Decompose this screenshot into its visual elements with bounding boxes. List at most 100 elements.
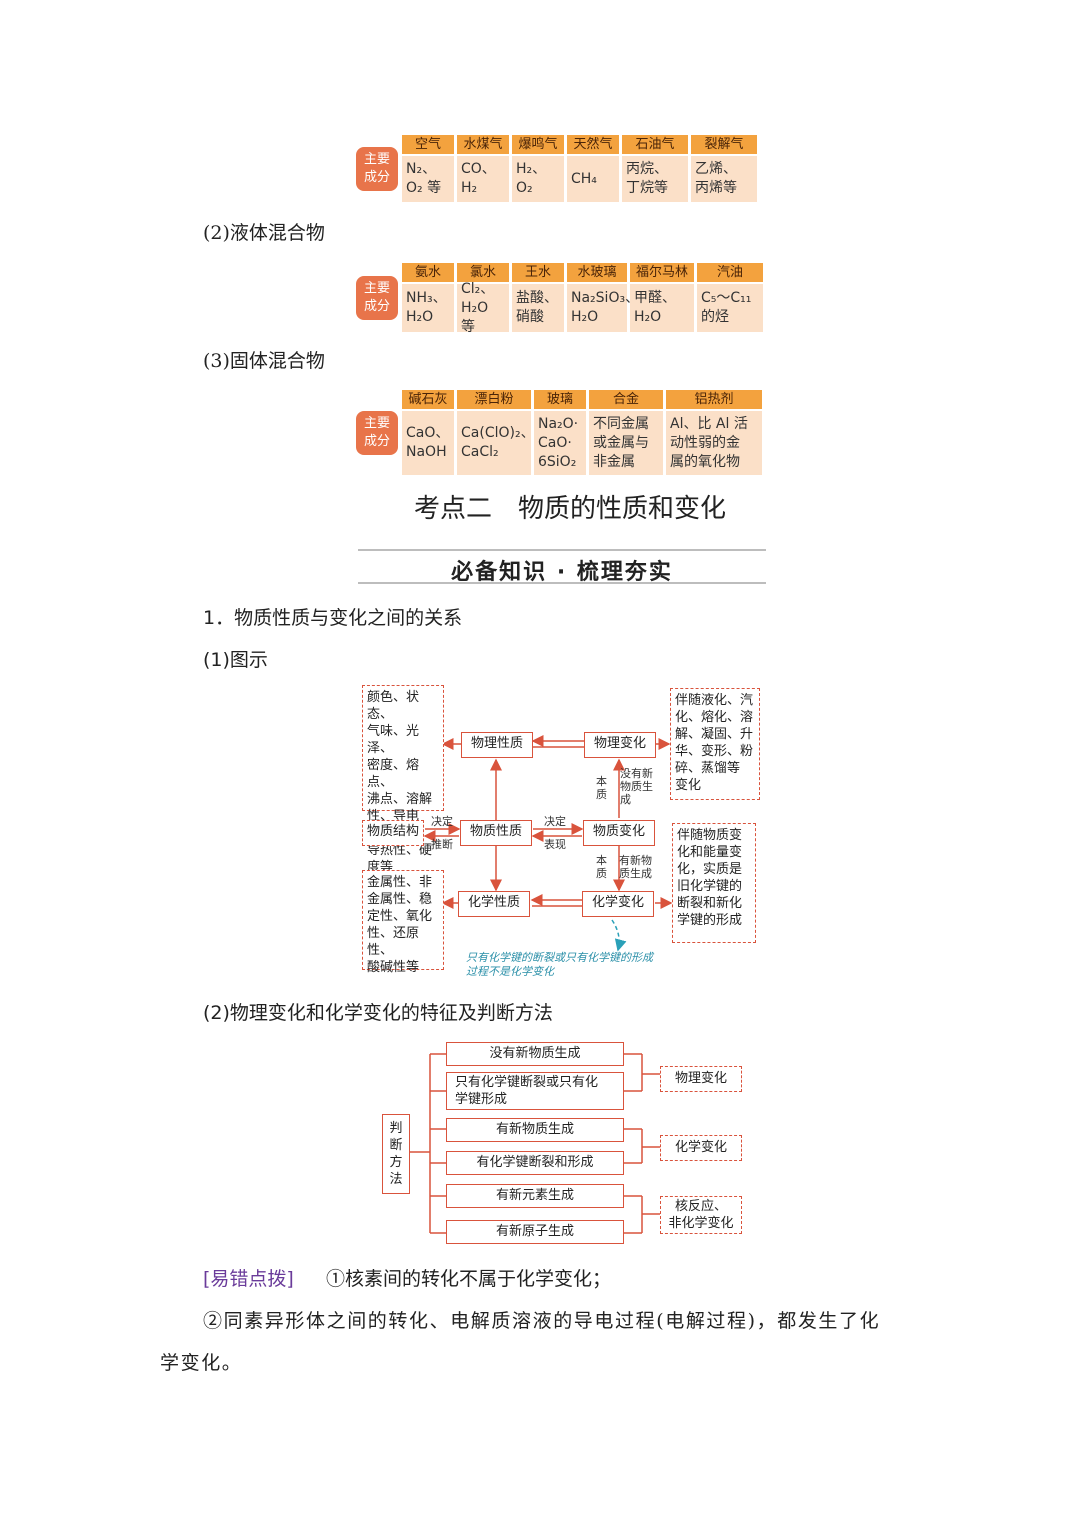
label-express: 表现 [544, 838, 566, 851]
chemical-change-box: 化学变化 [582, 891, 654, 917]
table-column: 石油气丙烷、 丁烷等 [622, 135, 688, 202]
physical-property-box: 物理性质 [461, 732, 533, 758]
column-header: 裂解气 [691, 135, 757, 154]
column-header: 碱石灰 [402, 390, 454, 409]
column-header: 汽油 [697, 263, 763, 282]
diagram1-note: 只有化学键的断裂或只有化学键的形成 过程不是化学变化 [466, 951, 653, 978]
result-physical-change: 物理变化 [660, 1066, 742, 1092]
table-column: 漂白粉 Ca(ClO)₂、 CaCl₂ [457, 390, 535, 475]
judgement-item: 只有化学键断裂或只有化 学键形成 [446, 1072, 624, 1110]
table-column: 爆鸣气 H₂、 O₂ [512, 135, 564, 202]
judgement-item: 有新原子生成 [446, 1220, 624, 1244]
liquid-mixture-heading: (2)液体混合物 [203, 222, 325, 244]
method-box: 判 断 方 法 [382, 1114, 410, 1194]
tip-line-1: ①核素间的转化不属于化学变化； [326, 1268, 612, 1290]
sub-1-heading: (1)图示 [203, 649, 268, 671]
table-column: 王水盐酸、 硝酸 [512, 263, 564, 332]
judgement-item: 有化学键断裂和形成 [446, 1151, 624, 1175]
column-body: CH₄ [567, 156, 619, 202]
result-nuclear-reaction: 核反应、 非化学变化 [660, 1196, 742, 1234]
column-body: 不同金属 或金属与 非金属 [589, 411, 663, 475]
column-header: 水玻璃 [567, 263, 627, 282]
chemical-property-box: 化学性质 [458, 891, 530, 917]
banner-title: 必备知识 · 梳理夯实 [451, 560, 673, 585]
judgement-item: 有新元素生成 [446, 1184, 624, 1208]
column-body: Cl₂、 H₂O 等 [457, 281, 509, 335]
banner-divider-top [358, 549, 766, 551]
column-header: 天然气 [567, 135, 619, 154]
chemical-property-examples: 金属性、非 金属性、稳 定性、氧化 性、还原性、 酸碱性等 [362, 870, 444, 975]
structure-box: 物质结构 [362, 820, 424, 846]
chemical-change-examples: 伴随物质变 化和能量变 化，实质是 旧化学键的 断裂和新化 学键的形成 [672, 823, 756, 943]
table-column: 裂解气乙烯、 丙烯等 [691, 135, 757, 202]
solid-mixture-heading: (3)固体混合物 [203, 350, 325, 372]
tip-label: [易错点拨] [203, 1268, 294, 1290]
column-header: 氨水 [402, 263, 454, 282]
physical-change-examples: 伴随液化、汽 化、熔化、溶 解、凝固、升 华、变形、粉 碎、蒸馏等 变化 [670, 688, 760, 800]
table-column: 空气 N₂、 O₂ 等 [402, 135, 454, 202]
column-header: 合金 [589, 390, 663, 409]
column-body: 甲醛、 H₂O [630, 284, 694, 332]
column-body: CaO、 NaOH [402, 411, 454, 475]
table-column: 福尔马林甲醛、 H₂O [630, 263, 694, 332]
main-component-tag: 主要 成分 [356, 410, 398, 455]
table-column: 水煤气 CO、 H₂ [457, 135, 509, 202]
main-component-tag: 主要 成分 [356, 275, 398, 320]
column-header: 玻璃 [534, 390, 586, 409]
diagram1-connectors [423, 735, 673, 952]
main-component-tag: 主要 成分 [356, 146, 398, 191]
column-body: 盐酸、 硝酸 [512, 284, 564, 332]
column-header: 氯水 [457, 263, 509, 282]
label-essence-2: 本 质 [596, 854, 607, 880]
judgement-item: 没有新物质生成 [446, 1042, 624, 1066]
column-header: 石油气 [622, 135, 688, 154]
column-body: 丙烷、 丁烷等 [622, 156, 688, 202]
table-column: 铝热剂 Al、比 Al 活 动性弱的金 属的氧化物 [666, 390, 762, 475]
item-1-heading: 1．物质性质与变化之间的关系 [203, 607, 463, 629]
column-header: 王水 [512, 263, 564, 282]
column-body: N₂、 O₂ 等 [402, 156, 454, 202]
column-body: CO、 H₂ [457, 156, 509, 202]
table-column: 氨水 NH₃、 H₂O [402, 263, 454, 332]
column-body: C₅～C₁₁ 的烃 [697, 284, 763, 332]
column-body: NH₃、 H₂O [402, 284, 454, 332]
banner-divider-bottom [358, 582, 766, 584]
result-chemical-change: 化学变化 [660, 1135, 742, 1161]
column-body: Na₂O· CaO· 6SiO₂ [534, 411, 586, 475]
column-header: 福尔马林 [630, 263, 694, 282]
section-title: 考点二 物质的性质和变化 [413, 494, 726, 524]
label-essence-1: 本 质 [596, 775, 607, 801]
label-no-new-substance: 没有新 物质生 成 [620, 767, 653, 806]
tip-line-3: 学变化。 [160, 1352, 243, 1374]
column-body: Al、比 Al 活 动性弱的金 属的氧化物 [666, 411, 762, 475]
column-body: Ca(ClO)₂、 CaCl₂ [457, 411, 535, 475]
column-body: H₂、 O₂ [512, 156, 564, 202]
judgement-item: 有新物质生成 [446, 1118, 624, 1142]
substance-change-box: 物质变化 [583, 820, 655, 846]
table-column: 汽油 C₅～C₁₁ 的烃 [697, 263, 763, 332]
substance-property-box: 物质性质 [460, 820, 532, 846]
column-header: 水煤气 [457, 135, 509, 154]
table-column: 天然气 CH₄ [567, 135, 619, 202]
physical-change-box: 物理变化 [584, 732, 656, 758]
label-decide-2: 决定 [544, 815, 566, 828]
sub-2-heading: (2)物理变化和化学变化的特征及判断方法 [203, 1002, 553, 1024]
label-infer: 推断 [431, 838, 453, 851]
table-column: 碱石灰 CaO、 NaOH [402, 390, 454, 475]
column-header: 爆鸣气 [512, 135, 564, 154]
column-body: 乙烯、 丙烯等 [691, 156, 757, 202]
label-has-new-substance: 有新物 质生成 [619, 854, 652, 880]
table-column: 合金不同金属 或金属与 非金属 [589, 390, 663, 475]
table-column: 玻璃 Na₂O· CaO· 6SiO₂ [534, 390, 586, 475]
column-header: 空气 [402, 135, 454, 154]
tip-line-2: ②同素异形体之间的转化、电解质溶液的导电过程(电解过程)，都发生了化 [203, 1310, 881, 1332]
column-header: 铝热剂 [666, 390, 762, 409]
label-decide-1: 决定 [431, 815, 453, 828]
column-header: 漂白粉 [457, 390, 531, 409]
